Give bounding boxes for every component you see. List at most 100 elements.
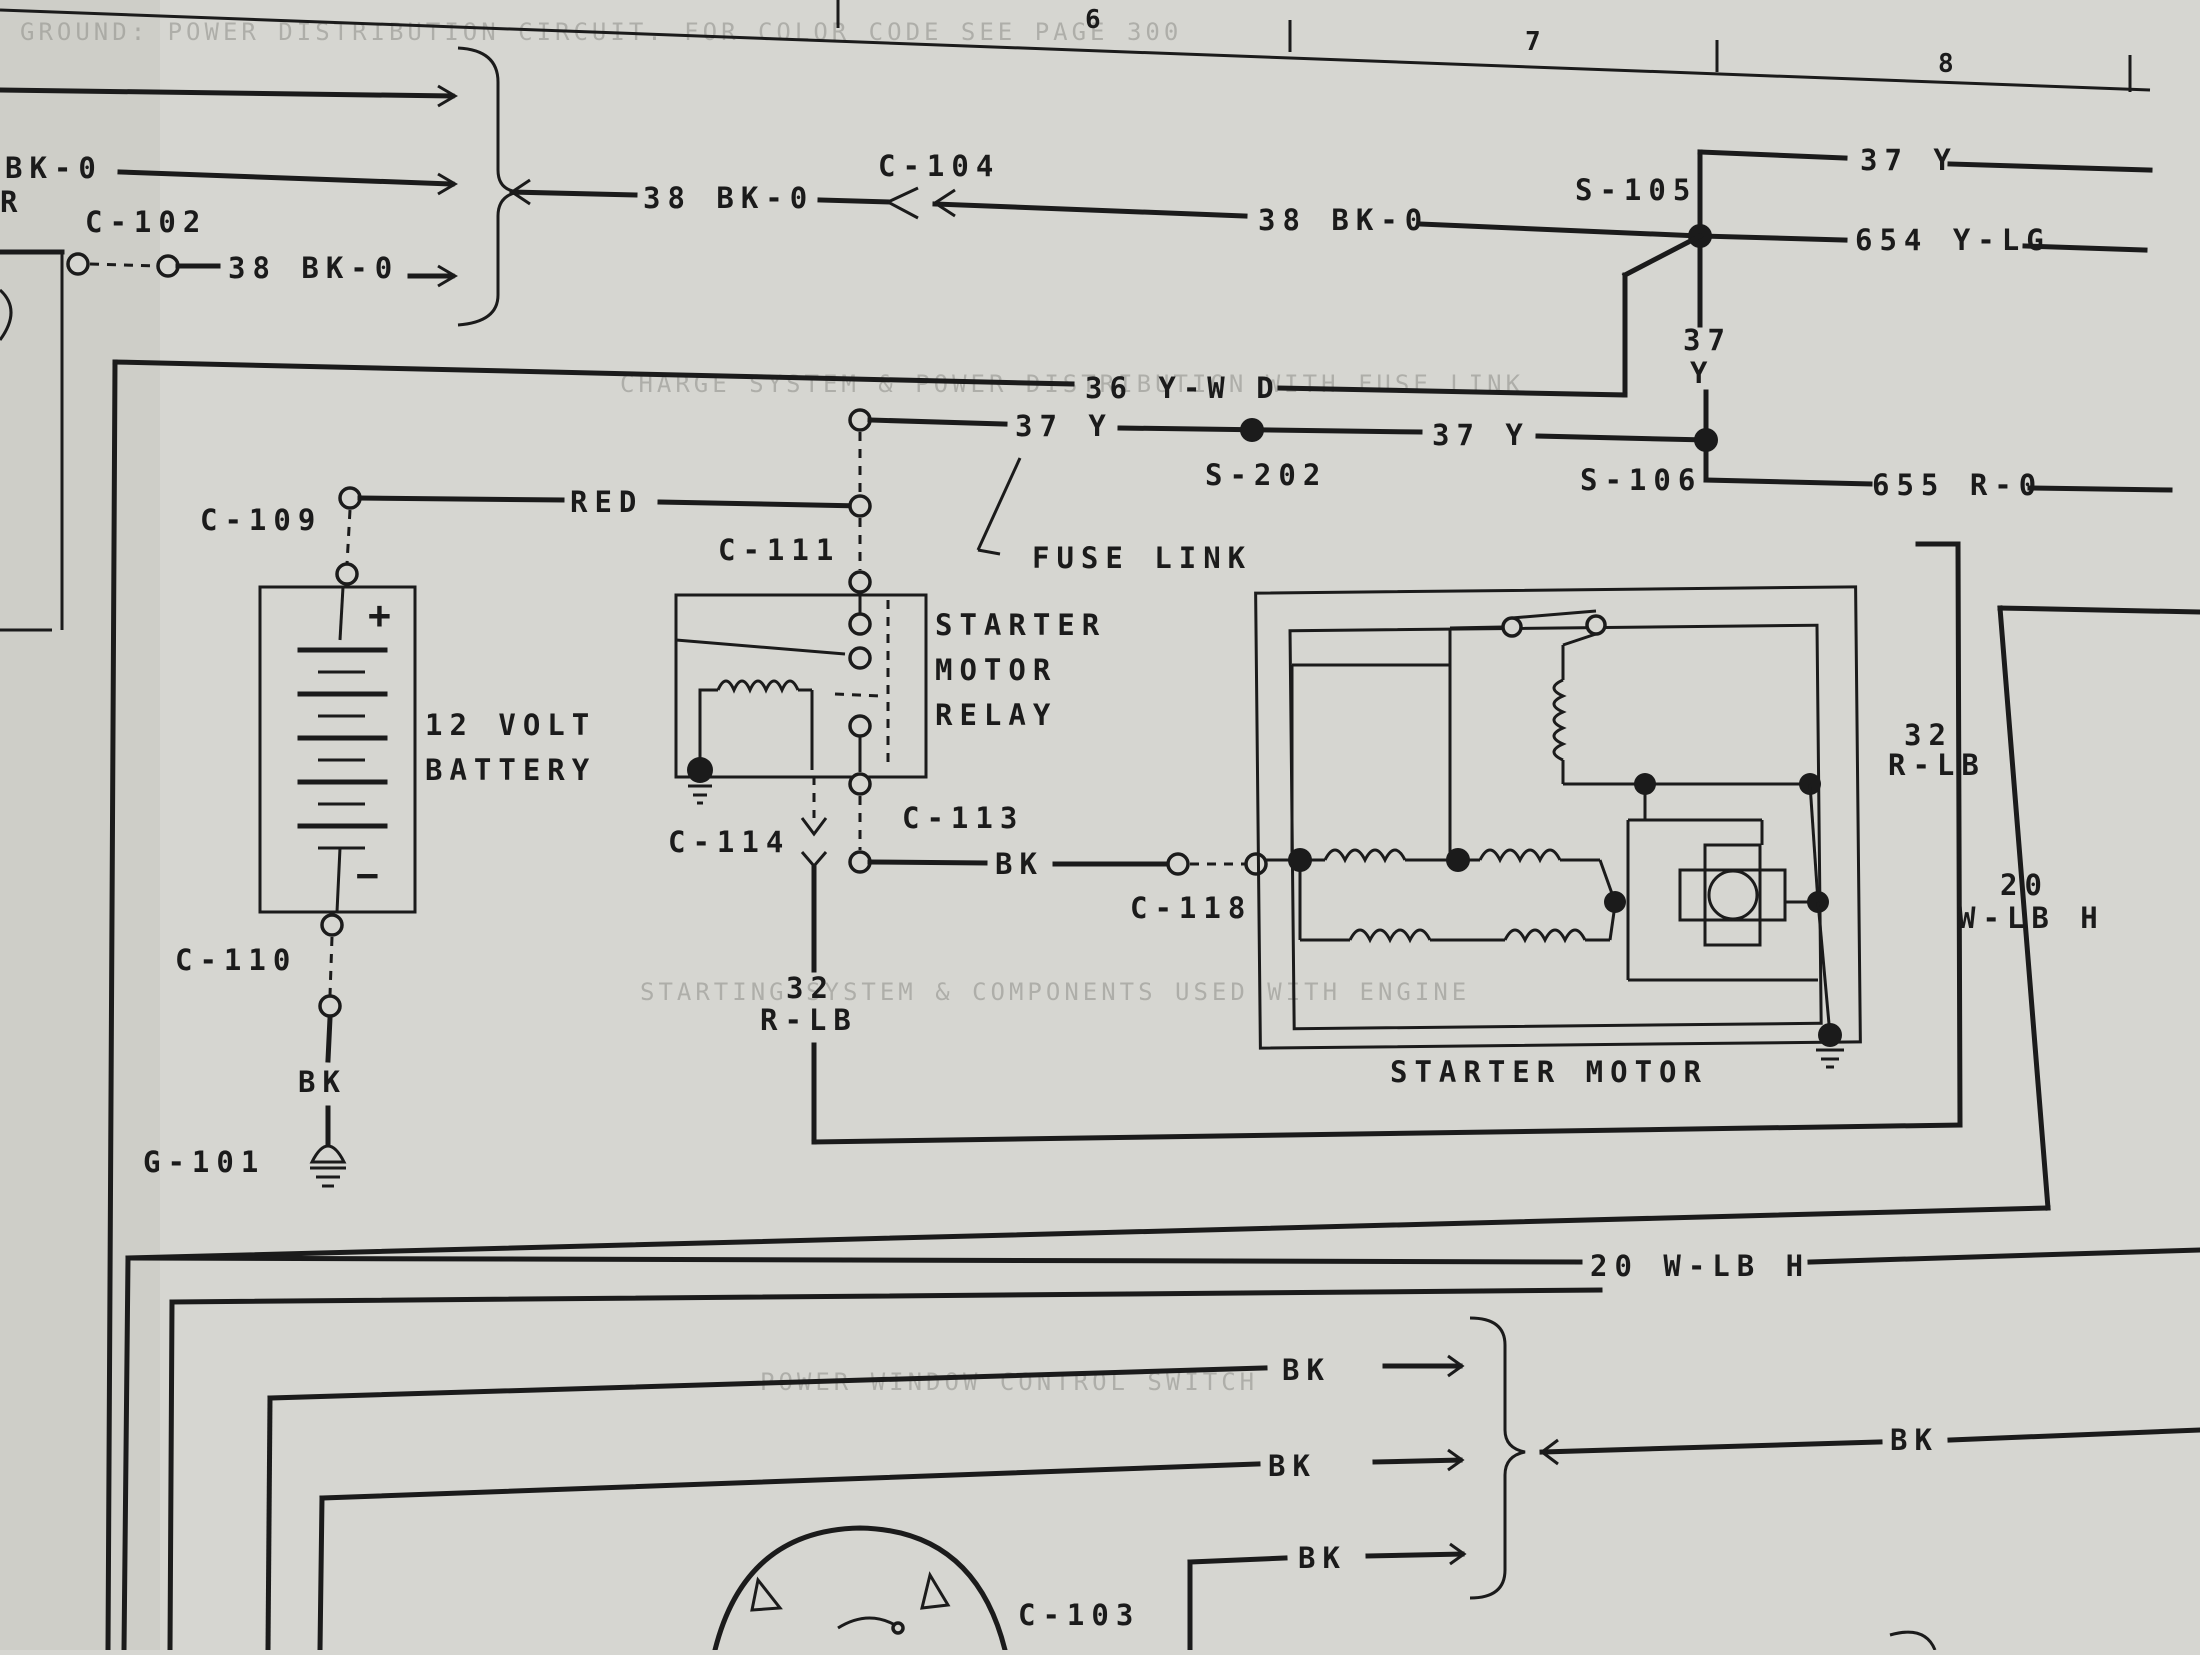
battery-label-line2: BATTERY (425, 753, 596, 787)
connector-c104-symbol (887, 186, 919, 220)
connector-c109-label: C-109 (200, 503, 322, 537)
wire-label-bk-battery: BK (298, 1065, 347, 1099)
splice-s202 (1240, 418, 1264, 442)
wire-label-38-c102: 38 BK-0 (228, 251, 399, 285)
starter-motor-housing (1254, 585, 1862, 1050)
armature-vertical (1703, 843, 1762, 947)
connector-c103-body (711, 1525, 1009, 1654)
grid-ruler: 6 7 8 (0, 0, 2151, 92)
splice-s105-label: S-105 (1575, 173, 1697, 207)
wire-label-38-left: 38 BK-0 (643, 181, 814, 215)
ruler-col-6: 6 (1085, 5, 1107, 35)
solenoid-contact-a (1501, 616, 1523, 638)
connector-c113-label: C-113 (902, 801, 1024, 835)
connector-c114-symbol (800, 817, 828, 837)
armature-commutator (1707, 869, 1759, 921)
wire-label-bk-c118: BK (995, 847, 1044, 881)
splice-network: 654 Y-LG 37 Y S-105 37 Y 36 Y-W D S-106 … (105, 143, 2173, 1653)
relay-terminal-battery (848, 612, 872, 636)
wire-label-37-vert-color: Y (1690, 356, 1714, 390)
starter-motor-ground-point (1818, 1023, 1842, 1047)
field-coil-lower-left (1348, 928, 1432, 944)
wire-label-20-bottom: 20 W-LB H (1590, 1249, 1810, 1283)
relay-terminal-s (848, 714, 872, 738)
wire-label-36: 36 Y-W D (1085, 371, 1281, 405)
connector-c118-pin-b (1244, 852, 1268, 876)
ruler-col-8: 8 (1938, 49, 1960, 79)
solenoid-contact-b (1585, 614, 1607, 636)
connector-c102-pin-b (156, 254, 180, 278)
connector-c104-label: C-104 (878, 149, 1000, 183)
ghost-line: STARTING SYSTEM & COMPONENTS USED WITH E… (640, 978, 1470, 1006)
connector-c109-pin (338, 486, 362, 510)
wire-label-37-top: 37 Y (1860, 143, 1958, 177)
wire-label-654: 654 Y-LG (1855, 223, 2051, 257)
motor-field-junction-mid (1446, 848, 1470, 872)
wire-label-655: 655 R-0 (1872, 468, 2043, 502)
wire-label-bk0-left: BK-0 (5, 151, 103, 185)
relay-coil (716, 679, 800, 694)
connector-c118-label: C-118 (1130, 891, 1252, 925)
connector-c113-pin-a (848, 772, 872, 796)
connector-c111-pin-a (848, 494, 872, 518)
splice-s202-label: S-202 (1205, 458, 1327, 492)
connector-c102-pin-a (66, 252, 90, 276)
wire-label-38-right: 38 BK-0 (1258, 203, 1429, 237)
connector-c102-label: C-102 (85, 205, 207, 239)
starter-motor-label: STARTER MOTOR (1390, 1055, 1708, 1089)
starter-motor: STARTER MOTOR (1254, 585, 1862, 1089)
connector-c111-label: C-111 (718, 533, 840, 567)
connector-c118-pin-a (1166, 852, 1190, 876)
lower-bk-bus: BK BK BK BK (167, 1287, 2200, 1653)
wire-label-bk-bus-1: BK (1282, 1353, 1331, 1387)
starter-motor-relay: C-111 STARTER MOTOR RELAY C-113 BK C-118 (668, 518, 1986, 1145)
wire-label-r-left: R (0, 185, 24, 219)
wire-label-32-num: 32 (786, 971, 835, 1005)
connector-c103-label: C-103 (1018, 1598, 1140, 1632)
ground-g101-label: G-101 (143, 1145, 265, 1179)
relay-ground-point (687, 757, 713, 783)
relay-label-line3: RELAY (935, 698, 1057, 732)
wire-label-37-s202: 37 Y (1432, 418, 1530, 452)
wire-label-32-right-color: R-LB (1888, 748, 1986, 782)
relay-terminal-motor (848, 646, 872, 670)
wire-label-37-vert-num: 37 (1683, 323, 1732, 357)
wire-label-bk-bus-3: BK (1298, 1541, 1347, 1575)
battery-cells (297, 647, 388, 850)
wire-label-20-num: 20 (2000, 868, 2049, 902)
fuse-link-circuit: 37 Y S-202 37 Y FUSE LINK (848, 408, 1530, 575)
connector-c110-label: C-110 (175, 943, 297, 977)
relay-label-line2: MOTOR (935, 653, 1057, 687)
wire-label-20-color: W-LB H (1958, 901, 2105, 935)
relay-body (674, 593, 928, 779)
battery-minus-sign: − (356, 853, 379, 897)
battery-circuit: C-109 RED + − 12 VOLT BATTERY C-110 (143, 485, 872, 1188)
solenoid-coil (1552, 678, 1567, 762)
motor-brush-junction-left (1604, 891, 1626, 913)
connector-c111-pin-b (848, 570, 872, 594)
splice-s106-label: S-106 (1580, 463, 1702, 497)
wire-label-32-color: R-LB (760, 1003, 858, 1037)
fuse-link-label: FUSE LINK (1032, 541, 1252, 575)
wire-label-bk-bus-out: BK (1890, 1423, 1939, 1457)
battery-plus-terminal (335, 562, 359, 586)
connector-c110-pin (318, 994, 342, 1018)
relay-label-line1: STARTER (935, 608, 1106, 642)
connector-c103: C-103 (711, 1525, 1937, 1654)
wire-label-red: RED (570, 485, 643, 519)
connector-partial-right (1889, 1630, 1937, 1651)
wire-20-loop: 20 W-LB H 20 W-LB H (121, 605, 2200, 1653)
fuse-link-terminal (848, 408, 872, 432)
lower-bus-brace (1469, 1316, 1526, 1600)
upper-left-bus: BK-0 R C-102 38 BK-0 38 BK-0 C-104 38 BK… (0, 46, 1703, 632)
wire-label-32-right-num: 32 (1904, 718, 1953, 752)
field-coil-upper-right (1478, 848, 1562, 864)
field-coil-lower-right (1503, 928, 1587, 944)
field-coil-upper-left (1323, 848, 1407, 864)
battery-plus-sign: + (368, 593, 391, 637)
ground-g101-symbol (309, 1144, 347, 1164)
wire-label-37-fuse: 37 Y (1015, 409, 1113, 443)
connector-c113-pin-b (848, 850, 872, 874)
